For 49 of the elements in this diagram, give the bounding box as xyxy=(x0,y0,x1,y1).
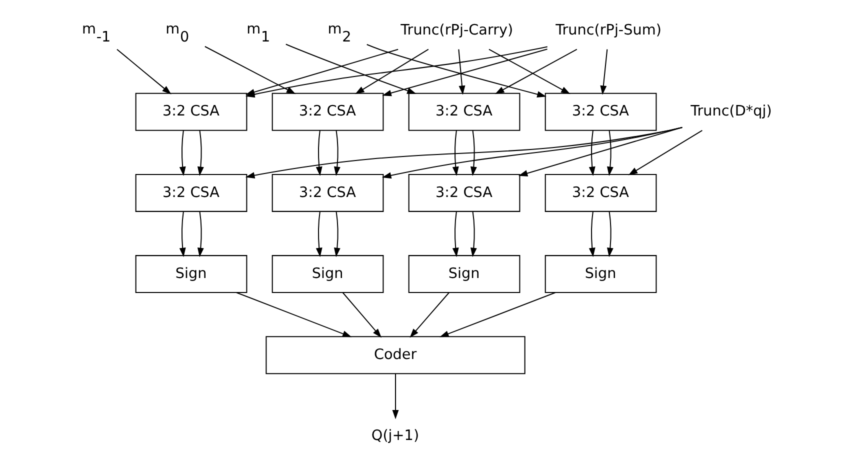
arrow xyxy=(606,211,613,258)
arrow xyxy=(600,49,608,95)
arrow xyxy=(452,130,458,176)
arrow xyxy=(196,211,204,258)
node-box: 3:2 CSA xyxy=(271,174,384,212)
arrow xyxy=(315,211,322,258)
node-text: Trunc(rPj-Carry) xyxy=(400,22,513,39)
arrow xyxy=(354,48,428,94)
arrow xyxy=(409,292,449,338)
arrow xyxy=(285,44,416,94)
arrow xyxy=(333,211,340,258)
arrow xyxy=(178,211,186,258)
arrow xyxy=(315,130,322,176)
node-text: Trunc(D*qj) xyxy=(690,104,772,120)
node-box: Sign xyxy=(271,255,384,294)
arrow xyxy=(606,130,613,176)
arrow xyxy=(588,211,595,258)
node-box: 3:2 CSA xyxy=(408,174,520,212)
arrow xyxy=(178,130,186,176)
arrow xyxy=(439,292,555,338)
arrow xyxy=(116,48,171,94)
arrow xyxy=(452,211,458,258)
arrow xyxy=(342,292,382,338)
arrow xyxy=(628,130,702,176)
arrow xyxy=(588,130,595,176)
arrow xyxy=(470,211,476,258)
node-box: Sign xyxy=(408,255,520,294)
arrow xyxy=(236,292,352,338)
node-box: 3:2 CSA xyxy=(134,92,247,131)
arrow xyxy=(196,130,204,176)
node-box: 3:2 CSA xyxy=(271,92,384,131)
arrow xyxy=(518,126,682,176)
node-text: Trunc(rPj-Sum) xyxy=(555,22,661,39)
arrow xyxy=(366,44,546,98)
node-box: 3:2 CSA xyxy=(408,92,520,131)
node-text: Q(j+1) xyxy=(370,428,419,444)
node-box: 3:2 CSA xyxy=(544,92,656,131)
node-box: Sign xyxy=(544,255,656,294)
arrow xyxy=(381,126,682,179)
arrow xyxy=(333,130,340,176)
node-box: Coder xyxy=(265,336,525,374)
arrow xyxy=(392,374,398,420)
node-box: 3:2 CSA xyxy=(134,174,247,212)
arrow xyxy=(470,130,476,176)
node-box: Sign xyxy=(134,255,247,294)
arrow xyxy=(382,48,547,96)
arrow xyxy=(244,127,682,178)
node-box: 3:2 CSA xyxy=(544,174,656,212)
arrow xyxy=(458,49,465,95)
